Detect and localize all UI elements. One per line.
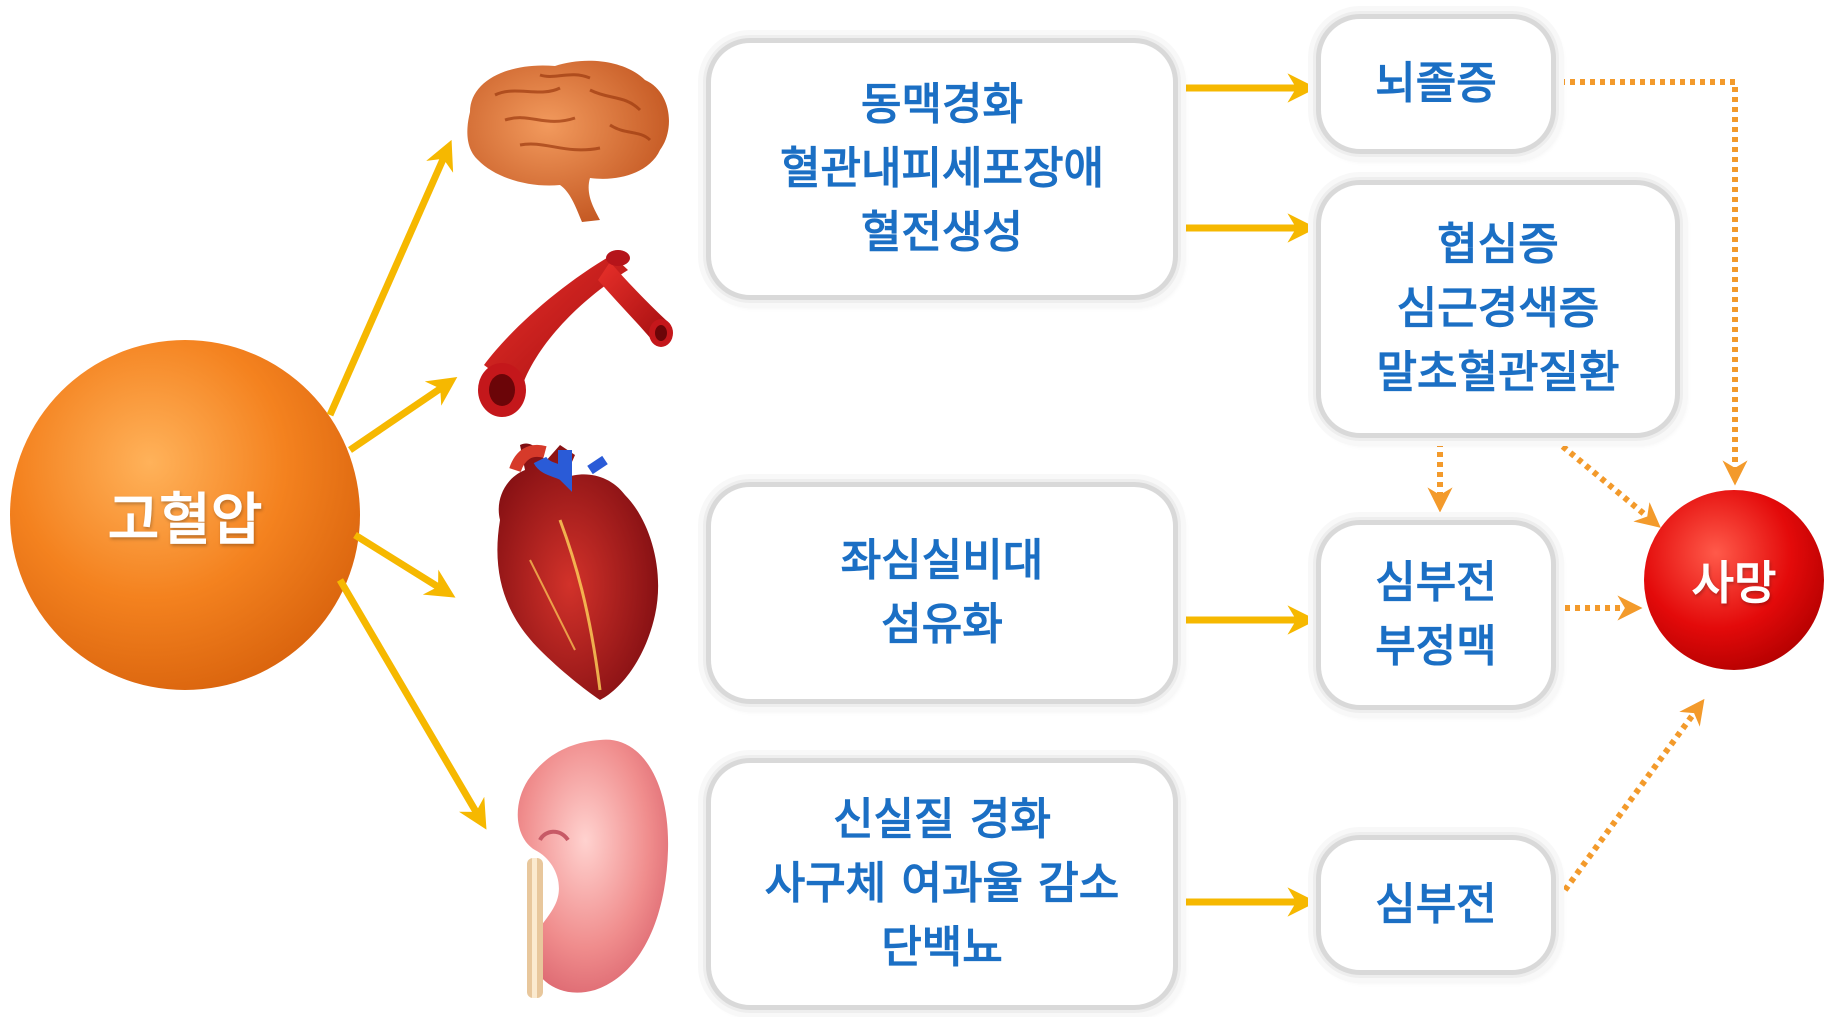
death-label: 사망	[1644, 540, 1824, 620]
disease-line: 심부전	[1375, 873, 1496, 937]
mechanism-arrows	[1182, 88, 1308, 902]
renal-failure-box: 심부전	[1316, 835, 1556, 975]
disease-line: 심근경색증	[1397, 277, 1599, 341]
mechanism-line: 단백뇨	[881, 916, 1002, 980]
heart-icon	[497, 444, 658, 700]
renal-mechanism-box: 신실질 경화 사구체 여과율 감소 단백뇨	[706, 758, 1178, 1010]
arrow-to-heart	[355, 535, 448, 593]
cardiac-mechanism-box: 좌심실비대 섬유화	[706, 482, 1178, 704]
mechanism-line: 섬유화	[881, 593, 1002, 657]
disease-line: 부정맥	[1375, 615, 1496, 679]
heart-failure-box: 심부전 부정맥	[1316, 520, 1556, 710]
coronary-box: 협심증 심근경색증 말초혈관질환	[1316, 180, 1680, 438]
disease-line: 말초혈관질환	[1377, 341, 1620, 405]
kidney-icon	[518, 740, 668, 998]
mechanism-line: 혈관내피세포장애	[780, 137, 1104, 201]
mechanism-line: 좌심실비대	[841, 529, 1043, 593]
mechanism-line: 동맥경화	[861, 73, 1023, 137]
mechanism-line: 혈전생성	[861, 201, 1023, 265]
vascular-mechanism-box: 동맥경화 혈관내피세포장애 혈전생성	[706, 38, 1178, 300]
mechanism-line: 사구체 여과율 감소	[765, 852, 1119, 916]
artery-icon	[478, 250, 673, 417]
arrow-to-artery	[350, 382, 450, 450]
dotted-renal-to-death	[1565, 705, 1700, 890]
hypertension-label: 고혈압	[10, 470, 360, 560]
stroke-box: 뇌졸증	[1316, 14, 1556, 154]
disease-line: 뇌졸증	[1375, 52, 1496, 116]
arrow-to-brain	[330, 148, 448, 415]
arrow-to-kidney	[340, 580, 482, 822]
disease-line: 심부전	[1375, 551, 1496, 615]
mechanism-line: 신실질 경화	[833, 788, 1051, 852]
brain-icon	[467, 61, 669, 222]
disease-line: 협심증	[1437, 213, 1558, 277]
dotted-coronary-to-death	[1555, 440, 1655, 523]
